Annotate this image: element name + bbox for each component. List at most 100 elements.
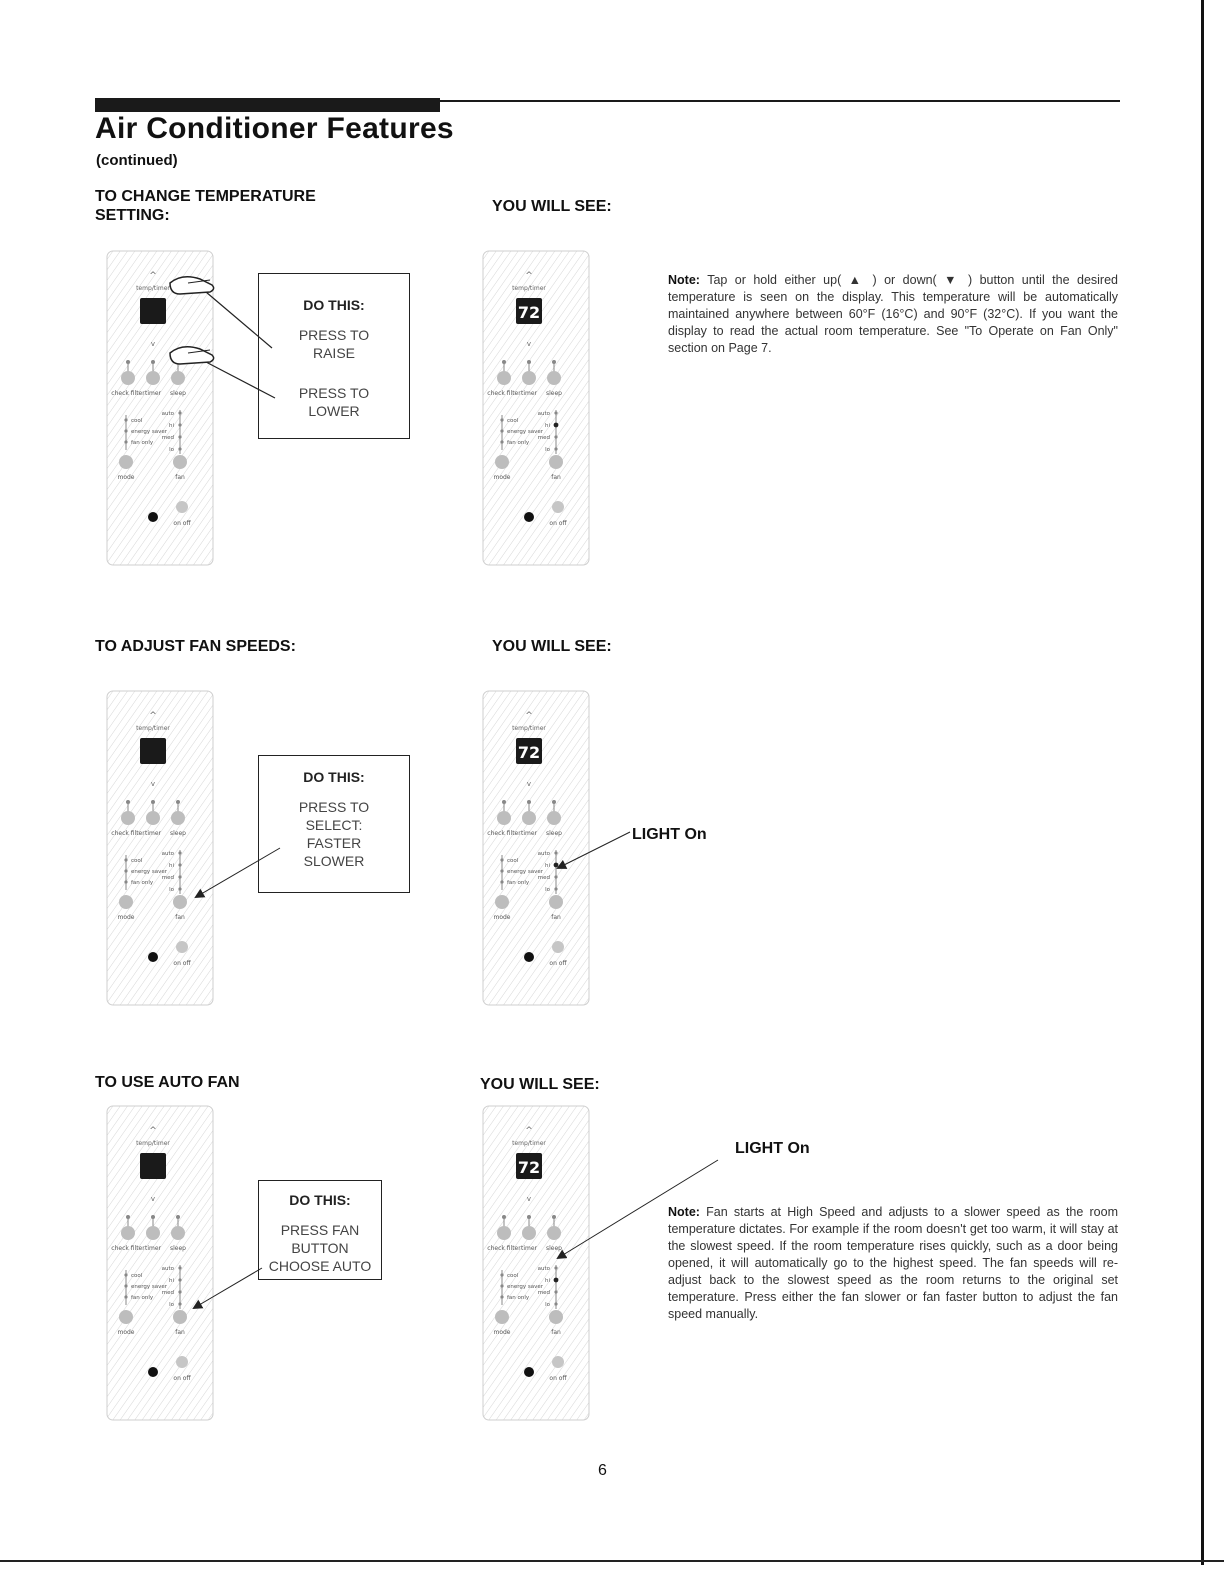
callout-title: DO THIS: bbox=[289, 1192, 351, 1208]
remote-body bbox=[482, 690, 590, 1006]
fan-indicator-dot bbox=[178, 1290, 182, 1294]
mode-button bbox=[495, 455, 509, 469]
indicator-light-icon bbox=[176, 800, 180, 804]
button-1 bbox=[497, 1226, 511, 1240]
sensor-icon bbox=[524, 512, 534, 522]
button-2 bbox=[146, 1226, 160, 1240]
leader-arrow bbox=[556, 831, 631, 869]
button-3 bbox=[547, 811, 561, 825]
fan-option-label: auto bbox=[538, 851, 551, 857]
indicator-light-icon bbox=[126, 1215, 130, 1219]
up-arrow-icon: ^ bbox=[149, 271, 157, 281]
power-button bbox=[552, 1356, 564, 1368]
mode-option-label: cool bbox=[507, 418, 519, 424]
fan-option-label: lo bbox=[169, 1302, 175, 1308]
down-arrow-icon: v bbox=[527, 1195, 531, 1203]
leader-arrow bbox=[192, 1267, 263, 1310]
fan-option-label: lo bbox=[545, 887, 551, 893]
fan-option-label: auto bbox=[162, 1266, 175, 1272]
fan-option-label: auto bbox=[538, 1266, 551, 1272]
button-label: sleep bbox=[546, 1245, 562, 1252]
power-label: on off bbox=[549, 520, 567, 527]
mode-option-label: energy saver bbox=[507, 429, 544, 435]
mode-indicator-dot bbox=[500, 1284, 504, 1288]
power-button bbox=[552, 941, 564, 953]
button-2 bbox=[146, 811, 160, 825]
indicator-light-icon bbox=[126, 360, 130, 364]
up-arrow-icon: ^ bbox=[149, 711, 157, 721]
lcd-display bbox=[140, 1153, 166, 1179]
mode-indicator-dot bbox=[500, 880, 504, 884]
page-number: 6 bbox=[598, 1462, 607, 1479]
up-arrow-icon: ^ bbox=[149, 1126, 157, 1136]
button-1 bbox=[121, 1226, 135, 1240]
fan-button bbox=[173, 895, 187, 909]
callout-title: DO THIS: bbox=[303, 297, 365, 313]
button-3 bbox=[547, 1226, 561, 1240]
fan-option-label: hi bbox=[545, 863, 550, 869]
mode-indicator-dot bbox=[124, 440, 128, 444]
button-label: timer bbox=[145, 830, 162, 837]
fan-button bbox=[549, 895, 563, 909]
mode-indicator-dot bbox=[124, 880, 128, 884]
sensor-icon bbox=[148, 952, 158, 962]
indicator-light-icon bbox=[151, 800, 155, 804]
mode-option-label: fan only bbox=[507, 1295, 530, 1301]
page-edge-rule bbox=[1201, 0, 1204, 1565]
page-bottom-rule bbox=[0, 1560, 1224, 1562]
note-temperature: Note: Tap or hold either up( ▲ ) or down… bbox=[668, 272, 1118, 357]
mode-indicator-dot bbox=[500, 1273, 504, 1277]
leader-line bbox=[205, 291, 273, 349]
button-label: timer bbox=[145, 390, 162, 397]
fan-indicator-dot bbox=[178, 875, 182, 879]
indicator-light-icon bbox=[176, 1215, 180, 1219]
light-on-label: LIGHT On bbox=[632, 826, 707, 843]
button-1 bbox=[121, 371, 135, 385]
button-label: check filter bbox=[111, 390, 145, 397]
mode-option-label: fan only bbox=[131, 1295, 154, 1301]
mode-indicator-dot bbox=[124, 1295, 128, 1299]
callout-do-this: DO THIS: PRESS TO SELECT: FASTER SLOWER bbox=[258, 755, 410, 893]
sensor-icon bbox=[524, 1367, 534, 1377]
mode-indicator-dot bbox=[500, 429, 504, 433]
fan-option-label: lo bbox=[545, 1302, 551, 1308]
see-heading-fan-speeds: YOU WILL SEE: bbox=[492, 638, 612, 655]
fan-option-label: lo bbox=[169, 887, 175, 893]
fan-button bbox=[173, 455, 187, 469]
button-label: check filter bbox=[111, 1245, 145, 1252]
temp-timer-label: temp/timer bbox=[136, 725, 170, 732]
button-1 bbox=[121, 811, 135, 825]
mode-indicator-dot bbox=[124, 858, 128, 862]
mode-label: mode bbox=[117, 914, 134, 921]
mode-button bbox=[495, 1310, 509, 1324]
power-label: on off bbox=[549, 960, 567, 967]
fan-indicator-dot bbox=[553, 1277, 559, 1283]
pointing-hand-icon bbox=[169, 276, 215, 295]
callout-title: DO THIS: bbox=[303, 769, 365, 785]
mode-option-label: cool bbox=[507, 858, 519, 864]
display-reading: 72 bbox=[518, 1158, 540, 1177]
button-label: check filter bbox=[487, 1245, 521, 1252]
button-label: check filter bbox=[111, 830, 145, 837]
fan-option-label: auto bbox=[162, 411, 175, 417]
callout-line: PRESS TO SELECT: FASTER SLOWER bbox=[298, 799, 370, 869]
fan-option-label: hi bbox=[169, 863, 174, 869]
mode-option-label: fan only bbox=[131, 880, 154, 886]
down-arrow-icon: v bbox=[527, 780, 531, 788]
button-label: timer bbox=[521, 1245, 538, 1252]
note-auto-fan: Note: Fan starts at High Speed and adjus… bbox=[668, 1204, 1118, 1323]
note-text: Tap or hold either up( ▲ ) or down( ▼ ) … bbox=[668, 273, 1118, 355]
mode-indicator-dot bbox=[500, 1295, 504, 1299]
note-label: Note: bbox=[668, 1205, 700, 1219]
lcd-display bbox=[140, 738, 166, 764]
down-arrow-icon: v bbox=[151, 780, 155, 788]
mode-option-label: energy saver bbox=[131, 869, 168, 875]
mode-indicator-dot bbox=[500, 858, 504, 862]
